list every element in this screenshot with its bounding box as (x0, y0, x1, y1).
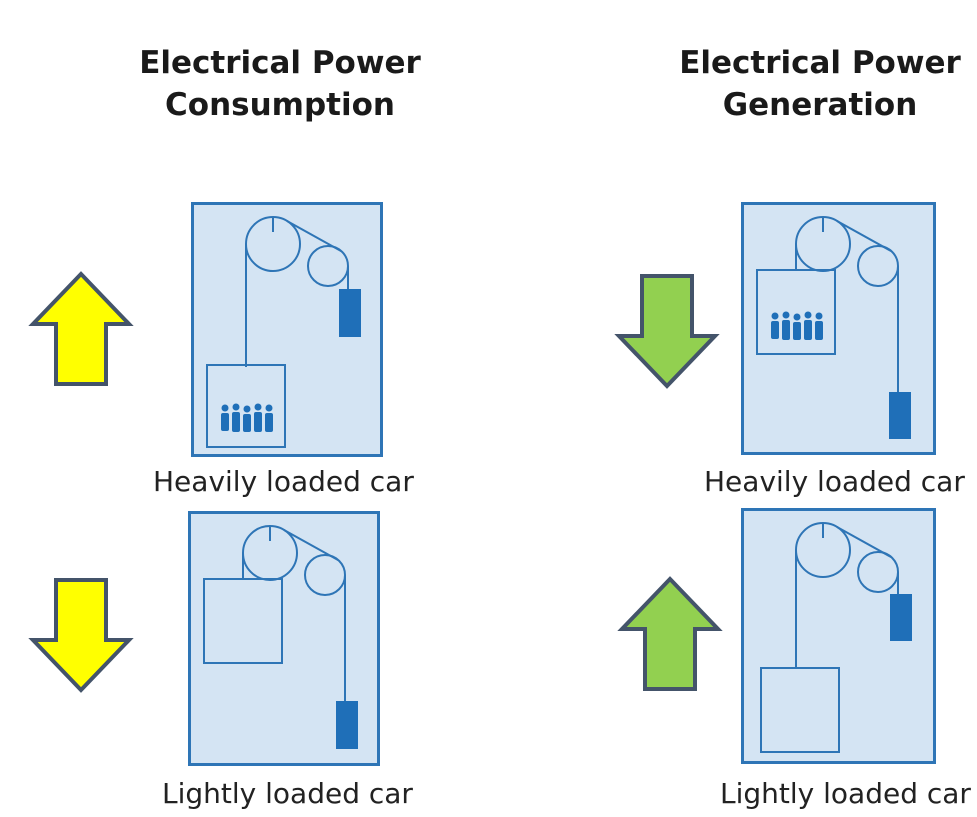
generation-heading-line2: Generation (722, 87, 918, 123)
arrow-shape (617, 576, 723, 691)
caption-consumption-heavy: Heavily loaded car (153, 465, 414, 498)
arrow-down-icon (28, 578, 134, 693)
arrow-up-icon (28, 271, 134, 386)
cable-between-pulleys (836, 526, 892, 558)
consumption-heading-line2: Consumption (165, 87, 395, 123)
elevator-car (756, 269, 836, 355)
elevator-shaft-generation-light (741, 508, 936, 764)
generation-heading-line1: Electrical Power (679, 45, 961, 81)
caption-generation-light: Lightly loaded car (720, 777, 971, 810)
elevator-shaft-consumption-light (188, 511, 380, 766)
counterweight-icon (889, 392, 911, 439)
people-group-icon (221, 403, 273, 432)
cable-between-pulleys (286, 220, 342, 252)
consumption-heading: Electrical Power Consumption (120, 42, 440, 126)
caption-generation-heavy: Heavily loaded car (704, 465, 965, 498)
arrow-shape (28, 578, 134, 693)
elevator-car (203, 578, 283, 664)
arrow-shape (614, 274, 720, 389)
elevator-shaft-consumption-heavy (191, 202, 383, 457)
consumption-heading-line1: Electrical Power (139, 45, 421, 81)
elevator-car (760, 667, 840, 753)
counterweight-icon (339, 289, 361, 337)
elevator-car (206, 364, 286, 448)
caption-consumption-light: Lightly loaded car (162, 777, 413, 810)
cable-between-pulleys (836, 220, 892, 252)
cable-between-pulleys (283, 529, 339, 561)
arrow-down-icon (614, 274, 720, 389)
counterweight-icon (890, 594, 912, 641)
people-group-icon (771, 311, 823, 340)
arrow-shape (28, 271, 134, 386)
arrow-up-icon (617, 576, 723, 691)
generation-heading: Electrical Power Generation (660, 42, 977, 126)
elevator-shaft-generation-heavy (741, 202, 936, 455)
counterweight-icon (336, 701, 358, 749)
